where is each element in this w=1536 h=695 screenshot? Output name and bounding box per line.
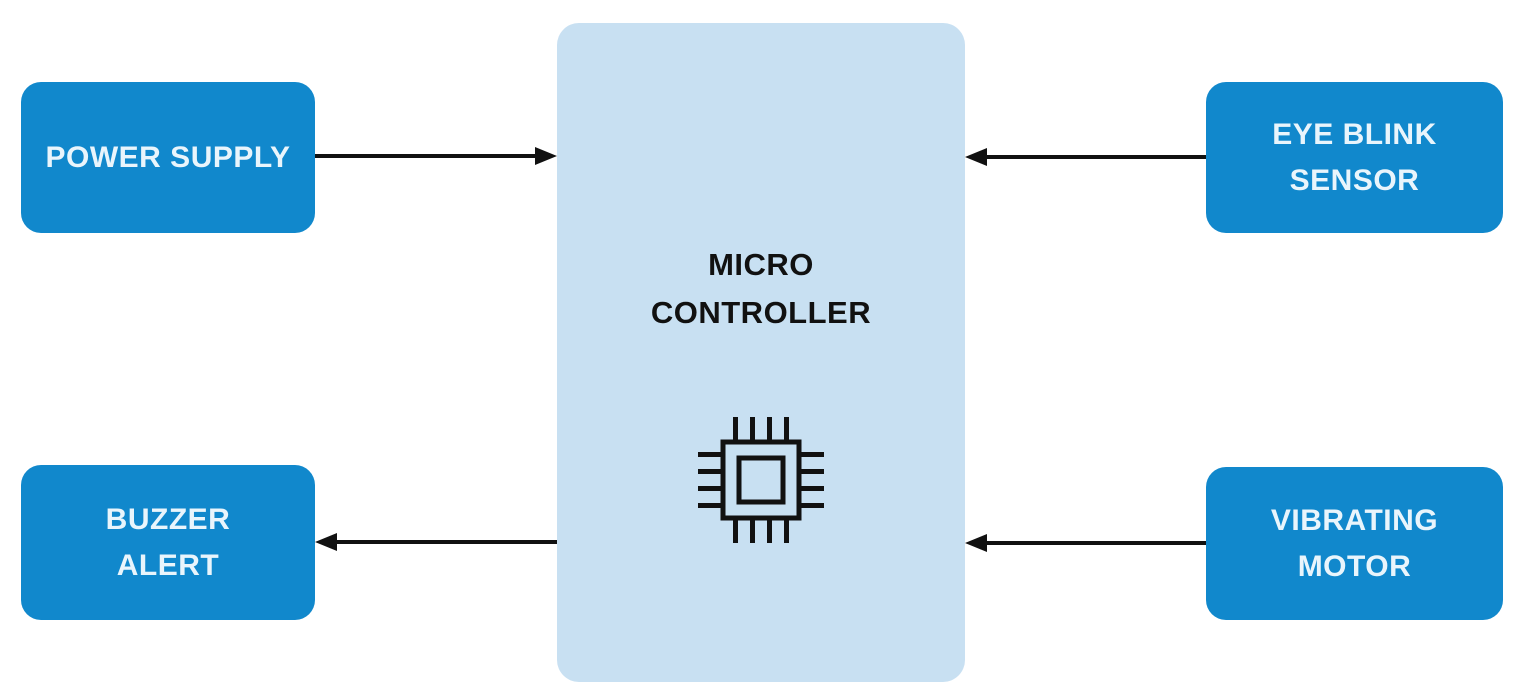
node-buzzer-alert-label-line2: ALERT [116, 548, 220, 582]
micro-controller-label: MICRO CONTROLLER [557, 241, 965, 337]
micro-controller-label-line1: MICRO [708, 247, 814, 282]
arrow-controller-to-buzzer-alert-line [337, 540, 557, 544]
microchip-icon [698, 417, 824, 543]
arrow-eye-blink-sensor-to-controller-head [965, 148, 987, 166]
arrow-power-supply-to-controller-line [315, 154, 539, 158]
arrow-eye-blink-sensor-to-controller-line [985, 155, 1206, 159]
node-buzzer-alert-label-line1: BUZZER [105, 502, 231, 536]
node-power-supply: POWER SUPPLY [21, 82, 315, 233]
node-vibrating-motor: VIBRATING MOTOR [1206, 467, 1503, 620]
node-micro-controller: MICRO CONTROLLER [557, 23, 965, 682]
node-vibrating-motor-label-line1: VIBRATING [1270, 503, 1439, 537]
node-power-supply-label: POWER SUPPLY [45, 140, 291, 174]
arrow-power-supply-to-controller-head [535, 147, 557, 165]
node-eye-blink-sensor-label-line1: EYE BLINK [1272, 117, 1437, 151]
node-buzzer-alert: BUZZER ALERT [21, 465, 315, 620]
arrow-controller-to-buzzer-alert-head [315, 533, 337, 551]
node-eye-blink-sensor: EYE BLINK SENSOR [1206, 82, 1503, 233]
node-eye-blink-sensor-label-line2: SENSOR [1289, 163, 1420, 197]
node-vibrating-motor-label-line2: MOTOR [1297, 549, 1412, 583]
micro-controller-label-line2: CONTROLLER [650, 295, 872, 330]
arrow-vibrating-motor-to-controller-line [985, 541, 1206, 545]
arrow-vibrating-motor-to-controller-head [965, 534, 987, 552]
